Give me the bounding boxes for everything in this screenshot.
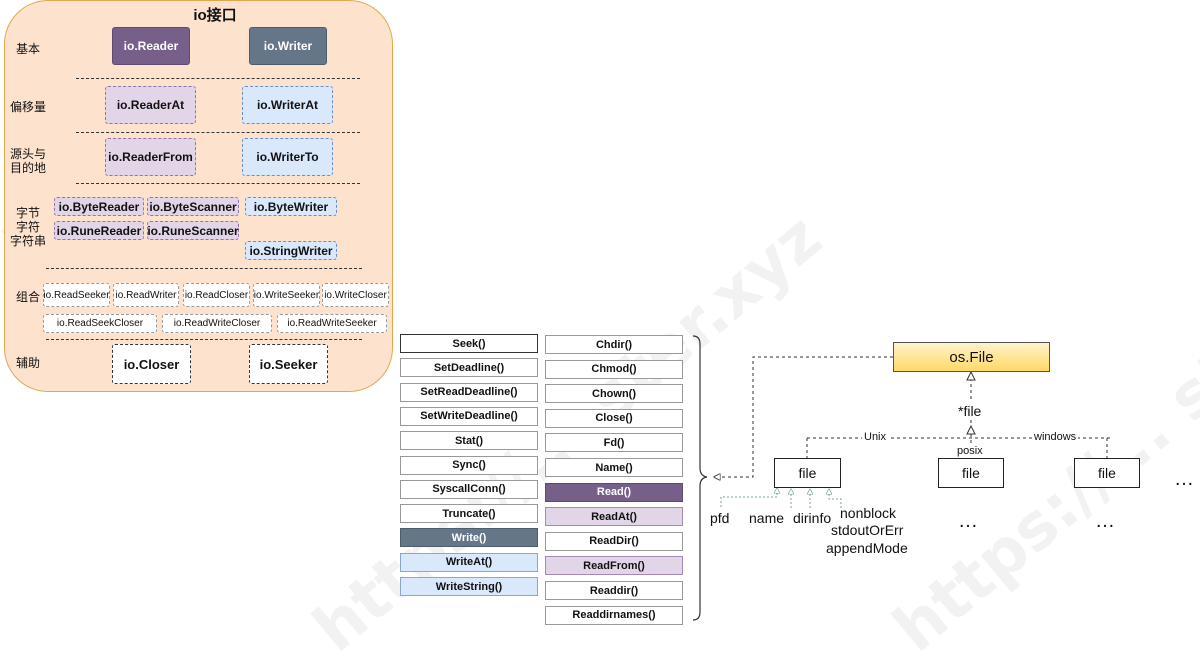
row-label-byte: 字节: [16, 206, 41, 220]
method-row: Readdir(): [545, 581, 683, 600]
method-row: Read(): [545, 482, 683, 502]
field-dirinfo: dirinfo: [793, 510, 832, 526]
row-label-source-dest-2: 目的地: [10, 161, 47, 175]
method-row: Chdir(): [545, 335, 683, 354]
method-row: Fd(): [545, 433, 683, 453]
windows-label: windows: [1032, 431, 1079, 443]
io-read-seek-closer-box: io.ReadSeekCloser: [43, 314, 157, 333]
method-row: Seek(): [400, 334, 538, 353]
posix-label: posix: [955, 445, 985, 457]
io-writer-to-box: io.WriterTo: [242, 138, 333, 176]
field-pfd-line: [720, 488, 777, 507]
method-row: Name(): [545, 458, 683, 477]
row-label-basic: 基本: [16, 42, 41, 56]
row-label-source-dest-1: 源头与: [10, 147, 47, 161]
io-write-seeker-box: io.WriteSeeker: [253, 283, 320, 307]
row-label-combo: 组合: [16, 290, 41, 304]
field-stdout-or-err: stdoutOrErr: [831, 522, 904, 538]
method-row: Readdirnames(): [545, 605, 683, 625]
method-row: WriteString(): [400, 577, 538, 596]
io-string-writer-box: io.StringWriter: [245, 241, 337, 260]
field-nonblock-line: [829, 489, 842, 508]
method-row: SetReadDeadline(): [400, 382, 538, 402]
method-row: ReadDir(): [545, 531, 683, 551]
io-reader-from-box: io.ReaderFrom: [105, 138, 196, 176]
io-read-write-closer-box: io.ReadWriteCloser: [162, 314, 272, 333]
field-append-mode: appendMode: [826, 540, 908, 556]
method-row: Write(): [400, 528, 538, 548]
method-row: Truncate(): [400, 504, 538, 524]
io-rune-scanner-box: io.RuneScanner: [147, 221, 239, 240]
brace-to-osfile-line: [714, 356, 893, 477]
file-posix-box: file: [938, 458, 1004, 488]
row-separator: [76, 183, 360, 184]
field-name: name: [749, 510, 785, 526]
row-separator: [76, 78, 360, 79]
diagram-connectors: [692, 335, 1110, 621]
row-label-offset: 偏移量: [10, 100, 47, 114]
io-reader-box: io.Reader: [112, 27, 190, 65]
row-separator: [46, 339, 362, 340]
method-row: Chown(): [545, 384, 683, 404]
io-byte-scanner-box: io.ByteScanner: [147, 197, 239, 216]
file-unix-box: file: [774, 458, 841, 488]
star-file-label: *file: [958, 403, 982, 419]
io-byte-writer-box: io.ByteWriter: [245, 197, 337, 216]
io-read-write-seeker-box: io.ReadWriteSeeker: [277, 314, 387, 333]
row-separator: [46, 268, 362, 269]
field-nonblock: nonblock: [840, 505, 897, 521]
row-label-aux: 辅助: [16, 356, 41, 370]
io-writer-box: io.Writer: [249, 27, 327, 65]
method-row: Sync(): [400, 455, 538, 475]
io-writer-at-box: io.WriterAt: [242, 86, 333, 124]
row-label-string: 字符串: [10, 234, 47, 248]
io-read-writer-box: io.ReadWriter: [113, 283, 179, 307]
more-platforms-ellipsis: …: [1174, 468, 1194, 490]
method-row: SetDeadline(): [400, 358, 538, 378]
method-row: SetWriteDeadline(): [400, 406, 538, 426]
file-windows-box: file: [1074, 458, 1140, 488]
field-pfd: pfd: [710, 510, 730, 526]
posix-ellipsis: …: [958, 510, 978, 532]
io-read-closer-box: io.ReadCloser: [183, 283, 250, 307]
method-row: SyscallConn(): [400, 479, 538, 499]
method-row: Stat(): [400, 431, 538, 451]
io-read-seeker-box: io.ReadSeeker: [43, 283, 110, 307]
method-row: ReadFrom(): [545, 556, 683, 576]
methods-brace: [692, 335, 708, 621]
row-separator: [76, 132, 360, 133]
method-row: ReadAt(): [545, 507, 683, 527]
io-panel-title: io接口: [193, 7, 237, 24]
io-rune-reader-box: io.RuneReader: [54, 221, 144, 240]
io-seeker-box: io.Seeker: [249, 344, 328, 384]
windows-ellipsis: …: [1095, 510, 1115, 532]
io-reader-at-box: io.ReaderAt: [105, 86, 196, 124]
io-byte-reader-box: io.ByteReader: [54, 197, 144, 216]
method-row: Chmod(): [545, 359, 683, 379]
io-write-closer-box: io.WriteCloser: [322, 283, 389, 307]
io-closer-box: io.Closer: [112, 344, 191, 384]
unix-label: Unix: [862, 431, 889, 443]
os-file-box: os.File: [893, 342, 1050, 372]
method-row: WriteAt(): [400, 552, 538, 572]
method-row: Close(): [545, 408, 683, 428]
row-label-rune: 字符: [16, 220, 41, 234]
